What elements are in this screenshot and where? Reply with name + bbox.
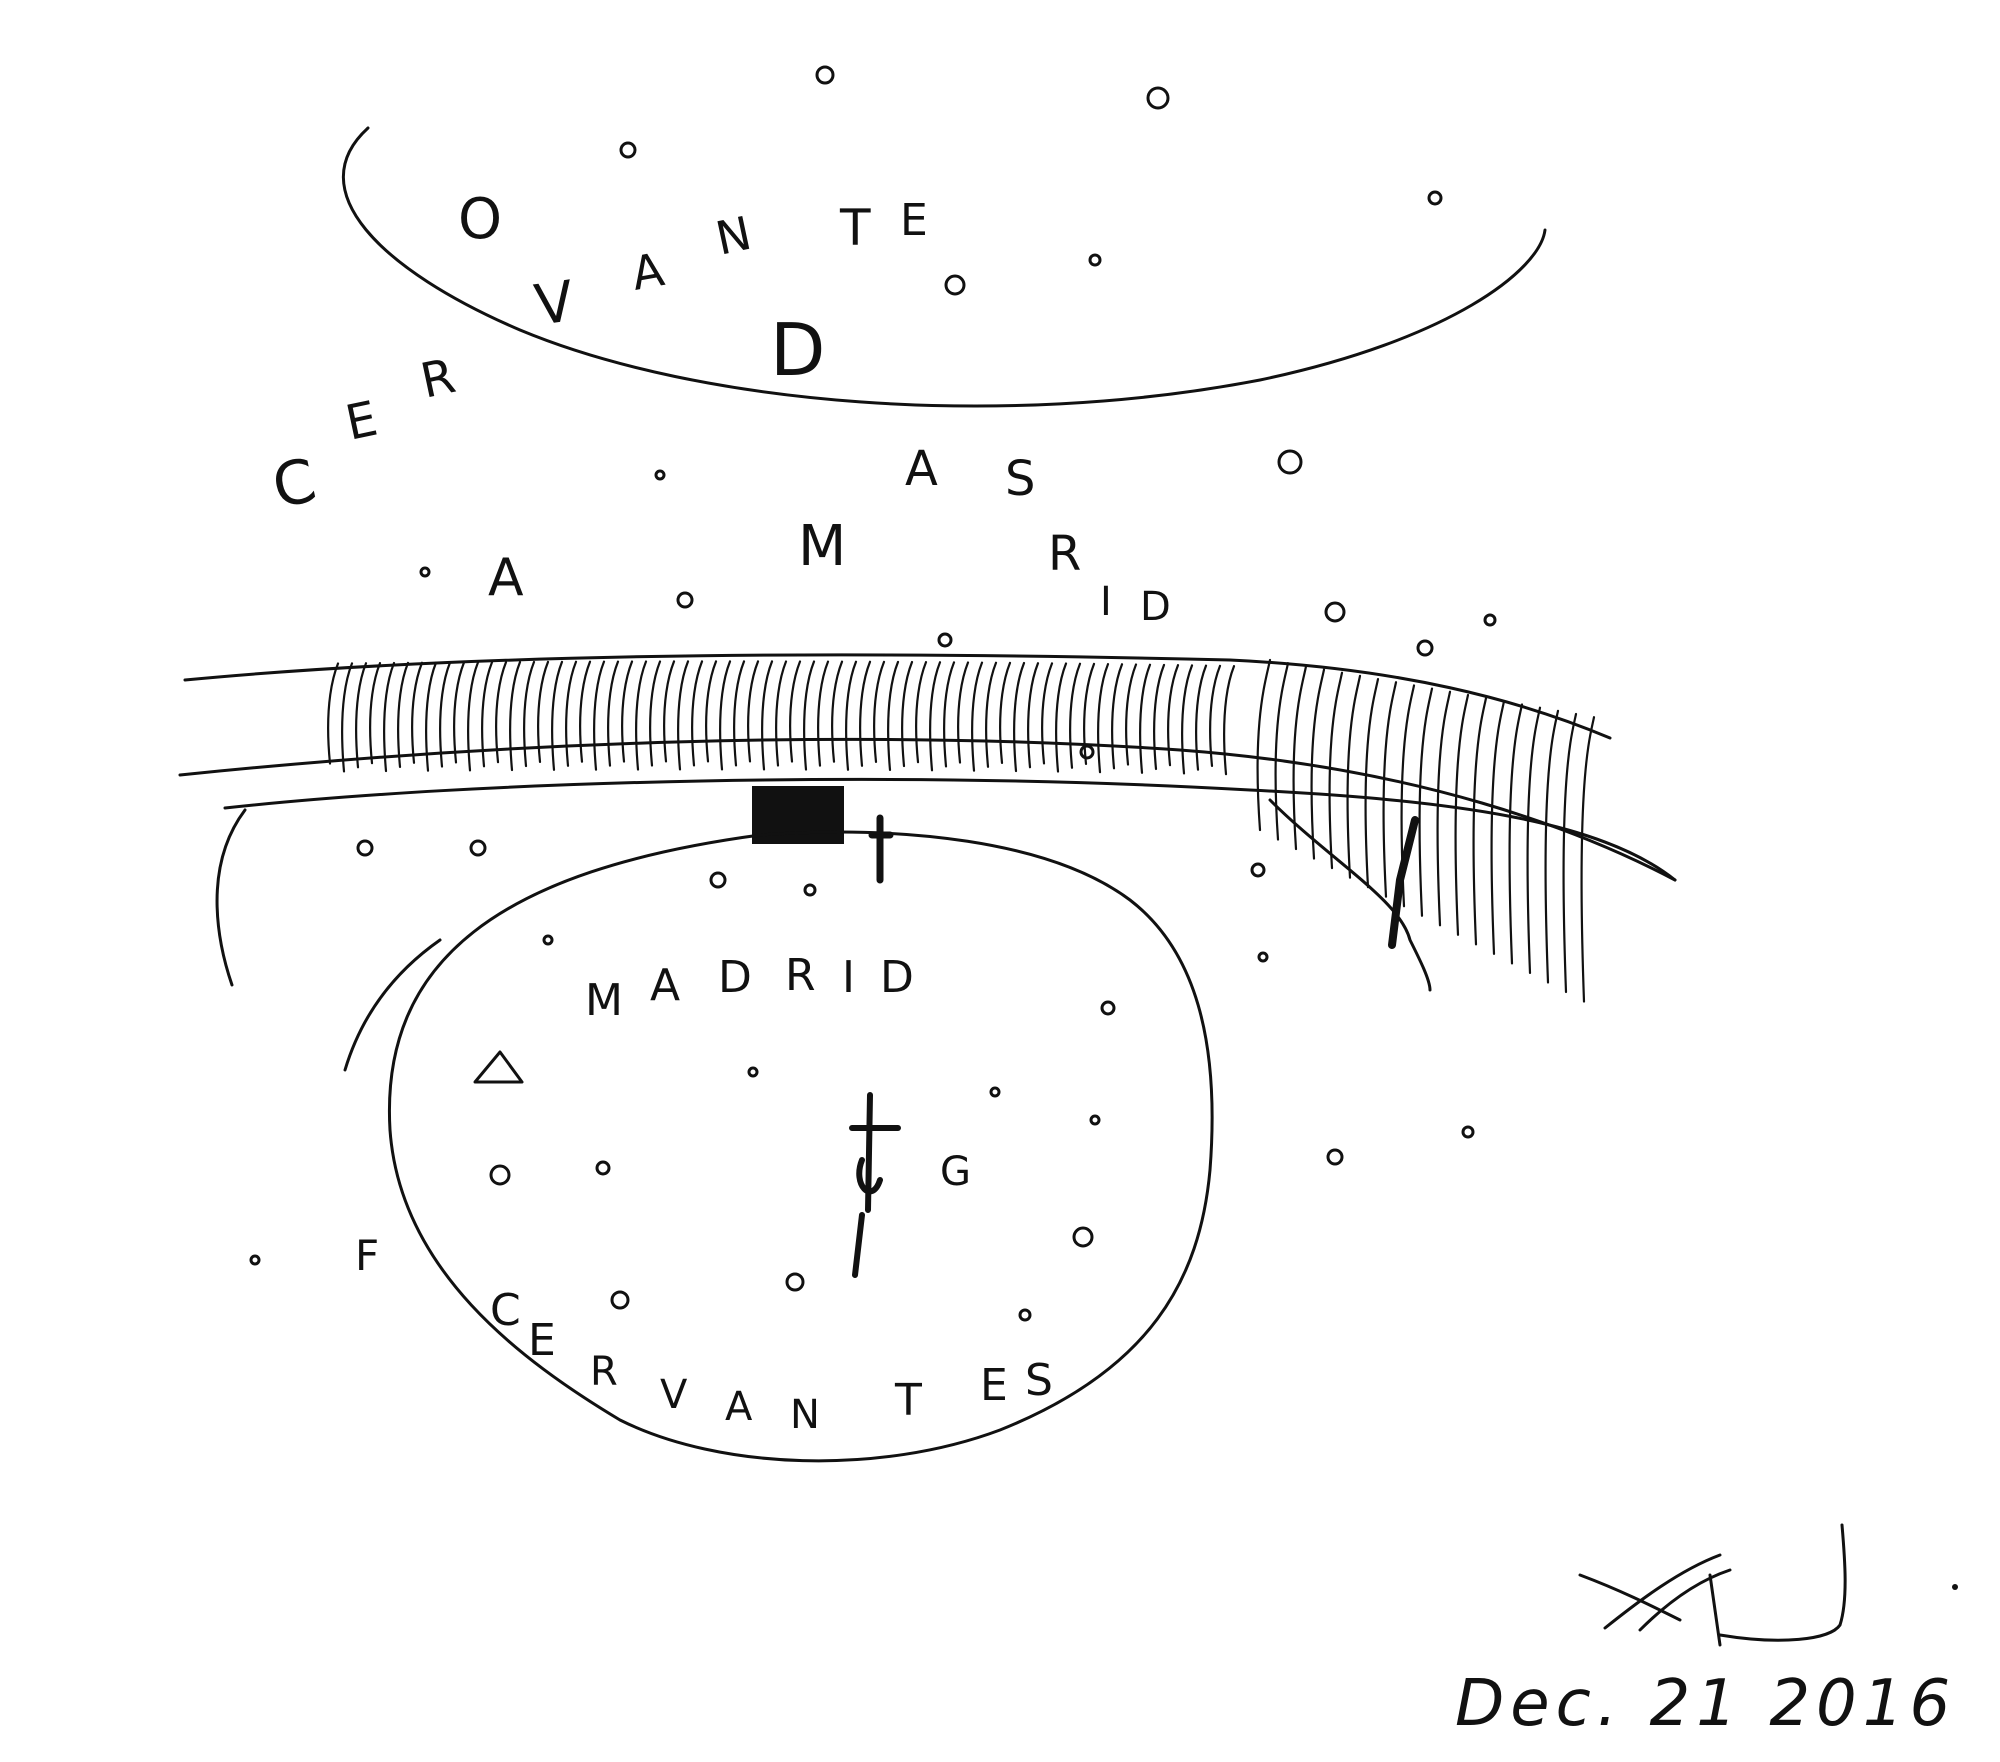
lower-letter: R — [785, 950, 816, 1001]
scattered-circle — [1483, 613, 1497, 627]
delta-triangle — [473, 1050, 524, 1084]
upper-letter: E — [341, 391, 382, 452]
lower-letter: F — [355, 1231, 379, 1280]
scattered-circle — [709, 871, 727, 889]
lower-letter: S — [1025, 1355, 1053, 1406]
upper-letter: V — [531, 269, 578, 339]
scattered-marks — [249, 65, 1497, 1322]
lower-letters: M A D R I D C E R V A N T E S G F — [355, 950, 1053, 1438]
scattered-circle — [1079, 744, 1095, 760]
scattered-circle — [654, 469, 666, 481]
scattered-circle — [815, 65, 835, 85]
upper-letter: E — [900, 195, 928, 246]
scattered-circle — [676, 591, 694, 609]
upper-letter: A — [488, 548, 524, 608]
scattered-circle — [1100, 1000, 1116, 1016]
scattered-circle — [937, 632, 953, 648]
hatch-strokes — [327, 658, 1596, 1003]
upper-letter: A — [905, 441, 938, 497]
scattered-circle — [1089, 1114, 1101, 1126]
upper-letter: D — [770, 308, 825, 392]
scattered-circle — [1277, 449, 1303, 475]
upper-letter: N — [711, 206, 756, 266]
lower-letter: N — [790, 1392, 820, 1438]
scattered-circle — [989, 1086, 1001, 1098]
band-top-line — [183, 653, 1612, 740]
scattered-circle — [619, 141, 637, 159]
upper-letter: A — [628, 242, 669, 301]
upper-letter: S — [1005, 451, 1035, 507]
lower-letter: E — [528, 1315, 556, 1366]
scattered-circle — [595, 1160, 611, 1176]
upper-letter: O — [458, 187, 502, 252]
lower-letter: R — [590, 1349, 618, 1395]
scattered-circle — [803, 883, 817, 897]
scattered-circle — [1326, 1148, 1344, 1166]
scattered-circle — [489, 1164, 511, 1186]
upper-letters: C E R V A N T E O D A S M A R I D — [267, 187, 1171, 630]
scattered-circle — [1018, 1308, 1032, 1322]
upper-letter: M — [798, 514, 846, 579]
upper-oval-arc — [341, 126, 1547, 408]
central-figure — [849, 1092, 901, 1278]
scattered-circle — [785, 1272, 805, 1292]
upper-letter: C — [267, 445, 323, 522]
scattered-circle — [469, 839, 487, 857]
lower-circle — [387, 830, 1214, 1463]
band-hatching — [327, 658, 1596, 1003]
date-inscription: Dec. 21 2016 — [1455, 1667, 1956, 1741]
lower-letter: D — [718, 952, 752, 1003]
left-curve-line — [215, 808, 247, 987]
lower-letter: A — [650, 960, 680, 1011]
lower-letter: E — [980, 1360, 1008, 1411]
signature — [1578, 1523, 1847, 1647]
scattered-circle — [610, 1290, 630, 1310]
scattered-circle — [1250, 862, 1266, 878]
scattered-circle — [1461, 1125, 1475, 1139]
scattered-circle — [356, 839, 374, 857]
upper-letter: D — [1140, 584, 1171, 630]
scattered-circle — [1146, 86, 1170, 110]
signature-dot — [1952, 1584, 1958, 1590]
scattered-circle — [1072, 1226, 1094, 1248]
scattered-circle — [419, 566, 431, 578]
lower-letter: M — [585, 975, 623, 1026]
band-lower-line — [223, 778, 1677, 882]
scattered-circle — [1257, 951, 1269, 963]
lower-outer-arc — [343, 938, 442, 1072]
band-middle-line — [178, 737, 1677, 882]
lower-letter: D — [880, 952, 914, 1003]
scattered-circle — [1416, 639, 1434, 657]
lower-letter: A — [725, 1384, 753, 1430]
upper-letter: R — [1048, 526, 1081, 582]
scattered-circle — [1427, 190, 1443, 206]
small-figure-top — [868, 814, 894, 884]
scattered-circle — [1088, 253, 1102, 267]
lower-letter: V — [660, 1372, 688, 1418]
scattered-circle — [747, 1066, 759, 1078]
scattered-circle — [542, 934, 554, 946]
scattered-circle — [1324, 601, 1346, 623]
upper-letter: T — [839, 199, 871, 257]
small-figure-right — [1388, 816, 1419, 949]
lower-letter: T — [894, 1375, 922, 1426]
upper-letter: R — [416, 348, 460, 410]
lower-letter: G — [940, 1149, 971, 1195]
lower-letter: C — [490, 1285, 521, 1336]
lower-letter: I — [842, 952, 855, 1003]
scattered-circle — [249, 1254, 261, 1266]
scattered-circle — [944, 274, 966, 296]
upper-letter: I — [1100, 579, 1112, 625]
